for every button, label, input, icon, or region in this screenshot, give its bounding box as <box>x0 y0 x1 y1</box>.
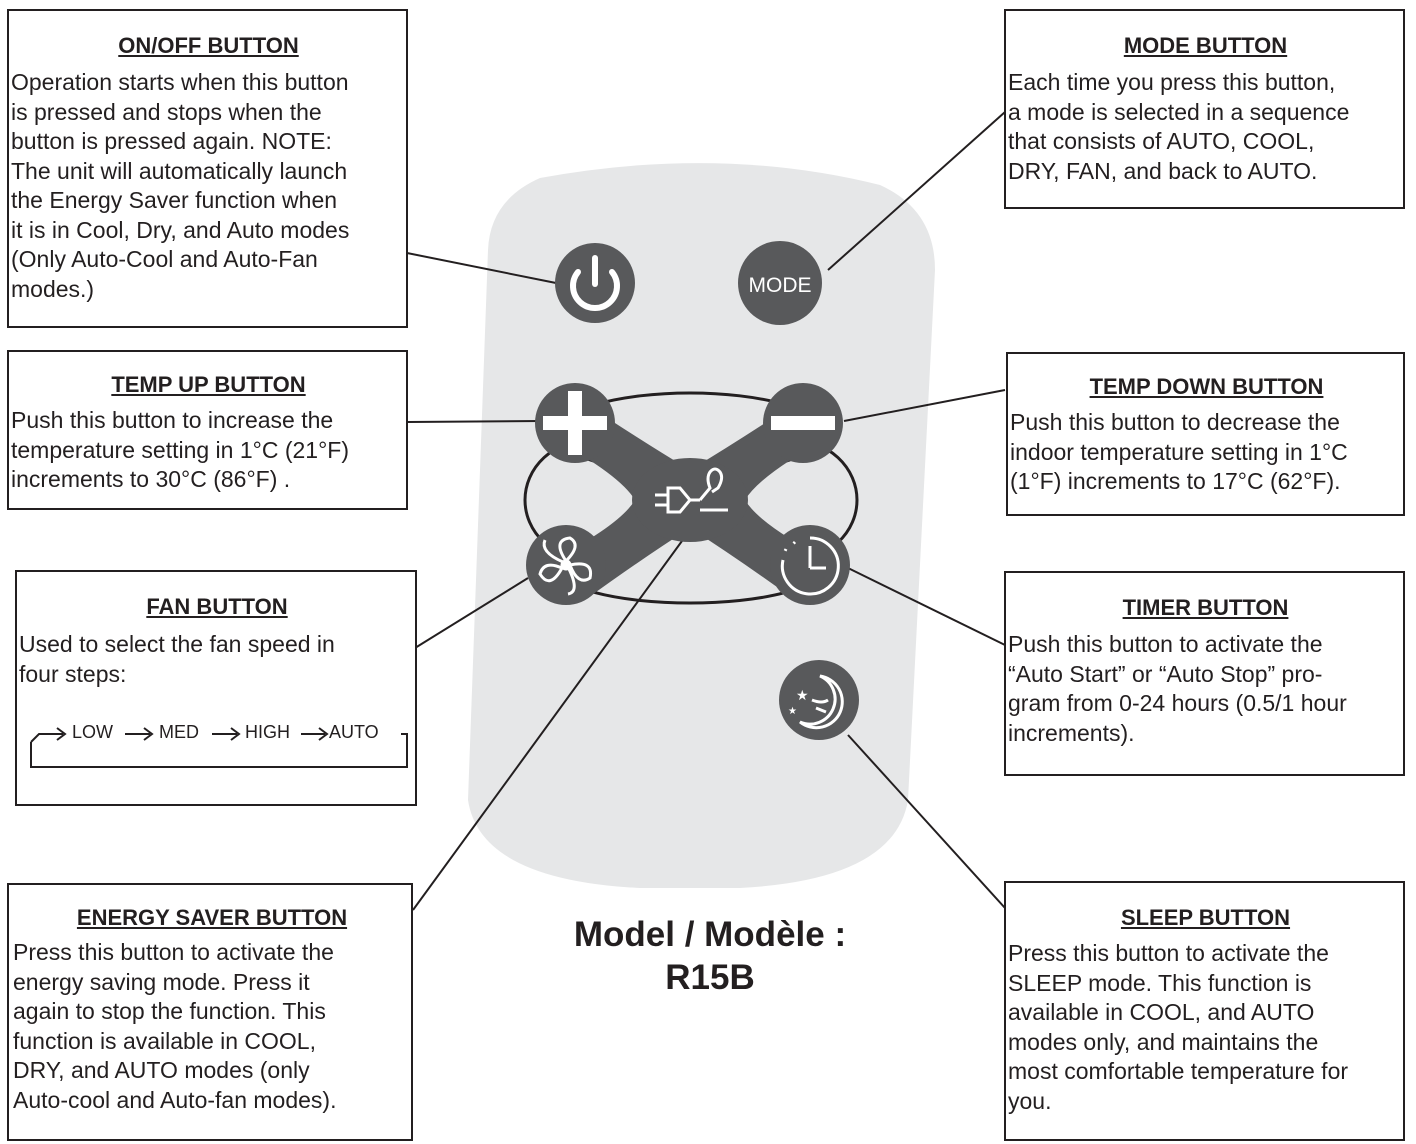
temp-down-line: Push this button to decrease the <box>1010 409 1340 435</box>
sleep-line: SLEEP mode. This function is <box>1008 969 1312 996</box>
onoff-title: ON/OFF BUTTON <box>118 33 299 58</box>
onoff-line: the Energy Saver function when <box>11 187 338 213</box>
timer-line: Push this button to activate the <box>1008 631 1323 657</box>
energy-saver-line: Auto-cool and Auto-fan modes). <box>13 1086 337 1113</box>
temp-down-line: indoor temperature setting in 1°C <box>1010 438 1348 465</box>
onoff-line: it is in Cool, Dry, and Auto modes <box>11 216 350 243</box>
power-button[interactable] <box>555 243 635 323</box>
temp-up-title: TEMP UP BUTTON <box>111 372 306 397</box>
energy-saver-line: DRY, and AUTO modes (only <box>13 1057 310 1083</box>
svg-text:★: ★ <box>796 688 809 704</box>
timer-icon <box>780 536 840 596</box>
temp-down-button[interactable] <box>763 383 843 463</box>
mode-button-label: MODE <box>749 274 812 297</box>
sleep-moon-icon: ★ ★ <box>788 674 844 730</box>
fan-speed-cycle <box>30 727 408 768</box>
temp-up-button[interactable] <box>535 383 615 463</box>
mode-line: Each time you press this button, <box>1008 69 1336 95</box>
energy-saver-line: energy saving mode. Press it <box>13 968 310 995</box>
svg-text:★: ★ <box>788 706 797 717</box>
timer-line: increments). <box>1008 719 1135 746</box>
onoff-line: The unit will automatically launch <box>11 157 348 184</box>
sleep-line: modes only, and maintains the <box>1008 1028 1319 1055</box>
fan-icon <box>538 536 593 596</box>
onoff-line: is pressed and stops when the <box>11 98 322 125</box>
mode-line: DRY, FAN, and back to AUTO. <box>1008 157 1318 184</box>
energy-saver-button[interactable] <box>655 467 728 514</box>
sleep-line: available in COOL, and AUTO <box>1008 999 1315 1025</box>
energy-saver-line: Press this button to activate the <box>13 939 334 965</box>
model-number: R15B <box>665 958 755 997</box>
timer-callout: TIMER BUTTON Push this button to activat… <box>1004 571 1405 776</box>
temp-down-title: TEMP DOWN BUTTON <box>1089 374 1324 399</box>
onoff-line: (Only Auto-Cool and Auto-Fan <box>11 246 318 272</box>
temp-down-line: (1°F) increments to 17°C (62°F). <box>1010 468 1341 494</box>
plus-icon <box>543 391 607 455</box>
power-icon <box>570 255 620 311</box>
fan-line: Used to select the fan speed in <box>19 631 335 657</box>
fan-speed-med: MED <box>159 722 199 742</box>
timer-line: gram from 0-24 hours (0.5/1 hour <box>1008 690 1347 716</box>
temp-up-callout: TEMP UP BUTTON Push this button to incre… <box>7 350 408 510</box>
temp-up-line: Push this button to increase the <box>11 407 334 433</box>
onoff-callout: ON/OFF BUTTON Operation starts when this… <box>7 9 408 328</box>
sleep-title: SLEEP BUTTON <box>1120 905 1291 930</box>
energy-saver-line: again to stop the function. This <box>13 998 326 1024</box>
mode-line: a mode is selected in a sequence <box>1008 98 1350 125</box>
energy-saver-callout: ENERGY SAVER BUTTON Press this button to… <box>7 883 413 1141</box>
fan-line: four steps: <box>19 660 127 687</box>
fan-title: FAN BUTTON <box>146 594 288 619</box>
temp-up-line: temperature setting in 1°C (21°F) <box>11 436 349 463</box>
onoff-line: button is pressed again. NOTE: <box>11 128 332 154</box>
sleep-callout: SLEEP BUTTON Press this button to activa… <box>1004 881 1405 1141</box>
mode-callout: MODE BUTTON Each time you press this but… <box>1004 9 1405 209</box>
fan-button[interactable] <box>526 525 606 605</box>
mode-button[interactable]: MODE <box>738 241 822 325</box>
temp-up-line: increments to 30°C (86°F) . <box>11 466 291 492</box>
model-label: Model / Modèle : <box>573 915 847 954</box>
sleep-line: you. <box>1008 1087 1052 1114</box>
energy-saver-title: ENERGY SAVER BUTTON <box>76 905 348 930</box>
leader-lines <box>406 111 1006 911</box>
energy-saver-icon <box>655 467 728 514</box>
minus-icon <box>771 416 835 430</box>
timer-button[interactable] <box>770 525 850 605</box>
sleep-button[interactable]: ★ ★ <box>779 660 859 740</box>
sleep-line: most comfortable temperature for <box>1008 1058 1349 1084</box>
onoff-line: Operation starts when this button <box>11 69 349 95</box>
onoff-line: modes.) <box>11 275 95 302</box>
mode-line: that consists of AUTO, COOL, <box>1008 128 1315 154</box>
fan-speed-auto: AUTO <box>329 722 379 742</box>
fan-speed-high: HIGH <box>245 722 290 742</box>
energy-saver-line: function is available in COOL, <box>13 1027 316 1054</box>
timer-line: “Auto Start” or “Auto Stop” pro- <box>1008 660 1323 687</box>
mode-title: MODE BUTTON <box>1123 33 1288 58</box>
temp-down-callout: TEMP DOWN BUTTON Push this button to dec… <box>1006 352 1405 516</box>
fan-speed-low: LOW <box>72 722 114 742</box>
fan-callout: FAN BUTTON Used to select the fan speed … <box>15 570 417 806</box>
timer-title: TIMER BUTTON <box>1122 595 1289 620</box>
sleep-line: Press this button to activate the <box>1008 940 1329 966</box>
